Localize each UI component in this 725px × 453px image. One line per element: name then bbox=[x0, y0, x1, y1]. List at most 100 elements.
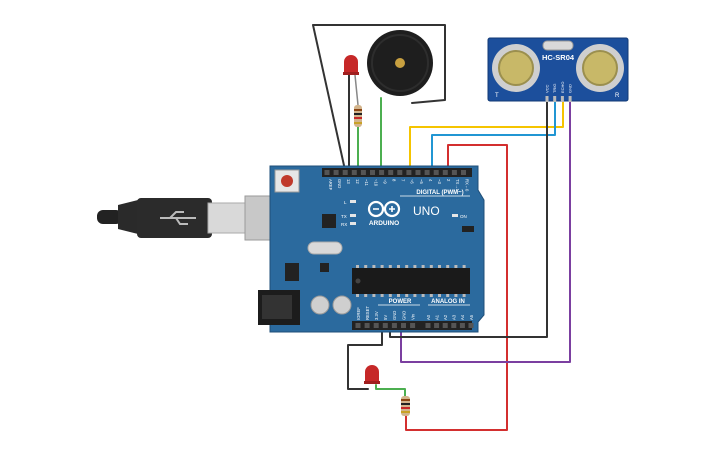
pin-label: A3 bbox=[452, 314, 457, 320]
header-pin[interactable] bbox=[424, 170, 430, 175]
on-label: ON bbox=[460, 214, 467, 219]
piezo-buzzer[interactable] bbox=[367, 30, 433, 96]
header-pin[interactable] bbox=[333, 170, 339, 175]
small-component bbox=[320, 263, 329, 272]
led-2[interactable] bbox=[364, 365, 380, 384]
led-2-dome bbox=[365, 365, 379, 383]
led-1-rim bbox=[343, 72, 359, 75]
wire-buzzer-gnd[interactable] bbox=[312, 24, 446, 171]
onboard-leds: L TX RX bbox=[341, 200, 356, 227]
resistor-2-band-4 bbox=[401, 411, 410, 413]
chip-pin bbox=[372, 265, 376, 268]
header-pin[interactable] bbox=[461, 170, 466, 175]
chip-pin bbox=[397, 294, 400, 297]
chip-pin bbox=[397, 265, 400, 268]
chip-pins-bottom bbox=[356, 294, 466, 297]
header-pin[interactable] bbox=[388, 170, 394, 175]
header-pin[interactable] bbox=[324, 170, 330, 175]
chip-pin bbox=[421, 294, 425, 297]
header-pin[interactable] bbox=[342, 170, 348, 175]
pin-label: Vin bbox=[410, 313, 415, 320]
wire-vcc-5v[interactable] bbox=[400, 100, 571, 363]
sensor-pin[interactable] bbox=[568, 96, 572, 102]
reset-button-cap[interactable] bbox=[281, 175, 293, 187]
chip-pin bbox=[388, 265, 392, 268]
sensor-pin[interactable] bbox=[560, 96, 564, 102]
header-pin[interactable] bbox=[410, 323, 416, 328]
buzzer-rim bbox=[371, 34, 429, 92]
wire-trig[interactable] bbox=[409, 100, 564, 171]
sensor-pin-label: ECHO bbox=[560, 81, 565, 93]
header-pin[interactable] bbox=[397, 170, 403, 175]
header-pin[interactable] bbox=[379, 170, 385, 175]
analog-header-label: ANALOG IN bbox=[431, 299, 465, 305]
usb-cable-tail bbox=[97, 210, 122, 224]
header-pin[interactable] bbox=[433, 170, 439, 175]
power-header-label: POWER bbox=[389, 299, 412, 305]
chip-pin bbox=[413, 265, 417, 268]
chip-pin bbox=[380, 294, 384, 297]
chip-pin bbox=[462, 294, 466, 297]
sensor-transmitter-mesh bbox=[498, 50, 534, 86]
voltage-regulator bbox=[285, 263, 299, 281]
chip-pin bbox=[438, 294, 441, 297]
header-pin[interactable] bbox=[382, 323, 388, 328]
header-pin[interactable] bbox=[434, 323, 440, 328]
header-pin[interactable] bbox=[370, 170, 375, 175]
wire-led2-cathode[interactable] bbox=[347, 327, 383, 390]
usb-connector bbox=[207, 202, 247, 234]
sensor-pin[interactable] bbox=[545, 96, 549, 102]
chip-pin bbox=[454, 294, 458, 297]
header-pin[interactable] bbox=[451, 323, 457, 328]
pin-label: GND bbox=[337, 179, 342, 188]
led-label-tx: TX bbox=[341, 214, 347, 219]
header-pin[interactable] bbox=[442, 323, 448, 328]
sensor-receiver-mesh bbox=[582, 50, 618, 86]
header-pin[interactable] bbox=[355, 323, 361, 328]
header-pin[interactable] bbox=[415, 170, 421, 175]
capacitor-2 bbox=[332, 295, 352, 315]
header-pin[interactable] bbox=[373, 323, 379, 328]
sensor-pin-label: GND bbox=[568, 84, 573, 93]
resistor-2-band-2 bbox=[401, 403, 410, 405]
header-pin[interactable] bbox=[468, 323, 474, 328]
led-1-dome bbox=[344, 55, 358, 74]
header-pin[interactable] bbox=[351, 170, 357, 175]
resistor-1[interactable] bbox=[354, 105, 362, 127]
chip-pin bbox=[421, 265, 425, 268]
pin-label: 4 bbox=[428, 179, 433, 182]
pin-label: 3.3V bbox=[374, 311, 379, 320]
header-pin[interactable] bbox=[451, 170, 457, 175]
wire-led2-anode[interactable] bbox=[375, 384, 406, 399]
header-pin[interactable] bbox=[391, 323, 397, 328]
led-1[interactable] bbox=[343, 55, 359, 106]
led-1-anode-leg bbox=[354, 74, 359, 106]
pin-label: AREF bbox=[328, 179, 333, 191]
pin-label: GND bbox=[401, 311, 406, 320]
wire-led2-pin2[interactable] bbox=[405, 144, 508, 431]
header-pin[interactable] bbox=[360, 170, 366, 175]
resistor-2[interactable] bbox=[401, 396, 410, 416]
chip-pin bbox=[429, 265, 433, 268]
chip-pins-top bbox=[356, 265, 466, 268]
pin-label: ~10 bbox=[373, 179, 378, 187]
header-pin[interactable] bbox=[406, 170, 412, 175]
pin-label: ~11 bbox=[364, 179, 369, 186]
header-pin[interactable] bbox=[364, 323, 370, 328]
header-pin[interactable] bbox=[425, 323, 431, 328]
header-pin[interactable] bbox=[442, 170, 448, 175]
pin-label: 12 bbox=[355, 179, 360, 184]
usb-cable bbox=[97, 195, 296, 241]
sensor-pin[interactable] bbox=[553, 96, 557, 102]
chip-pin bbox=[429, 294, 433, 297]
digital-header bbox=[322, 168, 472, 177]
resistor-2-band-1 bbox=[401, 399, 410, 401]
header-pin[interactable] bbox=[401, 323, 406, 328]
wire-echo[interactable] bbox=[431, 100, 556, 171]
header-pin[interactable] bbox=[459, 323, 465, 328]
led-label-l: L bbox=[344, 200, 347, 205]
pin-label: 13 bbox=[346, 179, 351, 184]
pin-label: A5 bbox=[469, 314, 474, 320]
